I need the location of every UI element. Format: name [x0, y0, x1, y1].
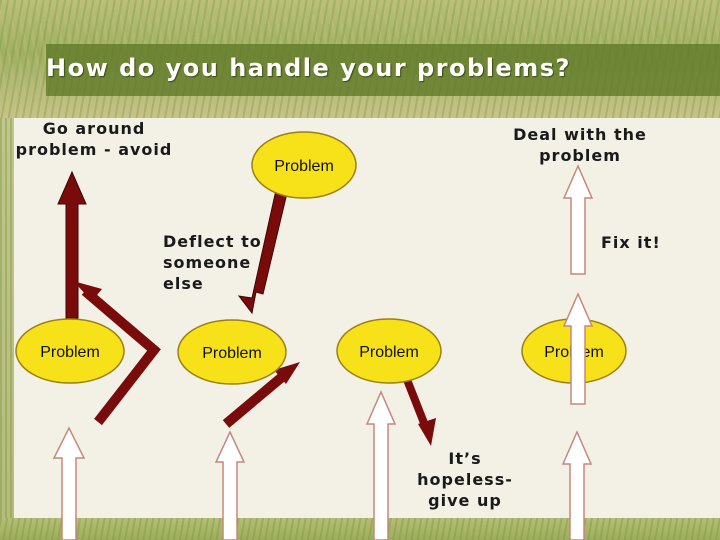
problem-oval-2-label: Problem	[202, 345, 262, 362]
problem-oval-2: Problem	[177, 319, 287, 385]
light-arrow-4	[561, 430, 593, 540]
light-arrow-deal-with	[562, 164, 594, 275]
problem-oval-top-label: Problem	[274, 158, 334, 175]
light-arrow-1	[52, 426, 86, 540]
problem-oval-3-label: Problem	[359, 344, 419, 361]
dark-arrow-deflect-in-head	[274, 362, 300, 384]
label-give-up-line-2: hopeless-	[417, 470, 513, 489]
dark-arrow-avoid-path	[81, 287, 161, 426]
light-arrow-3	[365, 390, 397, 540]
grass-background-left	[0, 118, 14, 540]
label-give-up-line-1: It’s	[448, 449, 482, 468]
dark-arrow-deflect-in-line	[222, 368, 292, 428]
dark-arrow-avoid-head	[73, 281, 102, 301]
label-deal-with: Deal with the problem	[496, 124, 664, 166]
label-go-around: Go around problem - avoid	[14, 118, 174, 160]
light-arrow-2	[214, 430, 246, 540]
label-deflect: Deflect to someone else	[163, 231, 273, 294]
dark-arrow-avoid-up	[57, 170, 87, 319]
label-deflect-line-1: Deflect to	[163, 232, 262, 251]
label-give-up-line-3: give up	[428, 491, 502, 510]
label-deflect-line-3: else	[163, 274, 204, 293]
problem-oval-3: Problem	[336, 318, 442, 384]
slide-title: How do you handle your problems?	[46, 54, 571, 82]
label-go-around-line-2: problem - avoid	[15, 140, 173, 159]
light-arrow-fix-it	[562, 292, 594, 405]
title-band	[46, 44, 720, 96]
problem-oval-top: Problem	[251, 131, 357, 199]
label-fix-it: Fix it!	[601, 233, 661, 252]
label-give-up: It’s hopeless- give up	[412, 448, 518, 511]
label-go-around-line-1: Go around	[42, 119, 146, 138]
dark-arrow-deflect-out	[237, 189, 288, 315]
label-deflect-line-2: someone	[163, 253, 252, 272]
problem-oval-1-label: Problem	[40, 344, 100, 361]
label-deal-with-line-1: Deal with the	[513, 125, 647, 144]
label-deal-with-line-2: problem	[539, 146, 621, 165]
problem-oval-1: Problem	[15, 318, 125, 384]
dark-arrow-give-up-head	[418, 418, 436, 446]
grass-background-bottom	[0, 518, 720, 540]
